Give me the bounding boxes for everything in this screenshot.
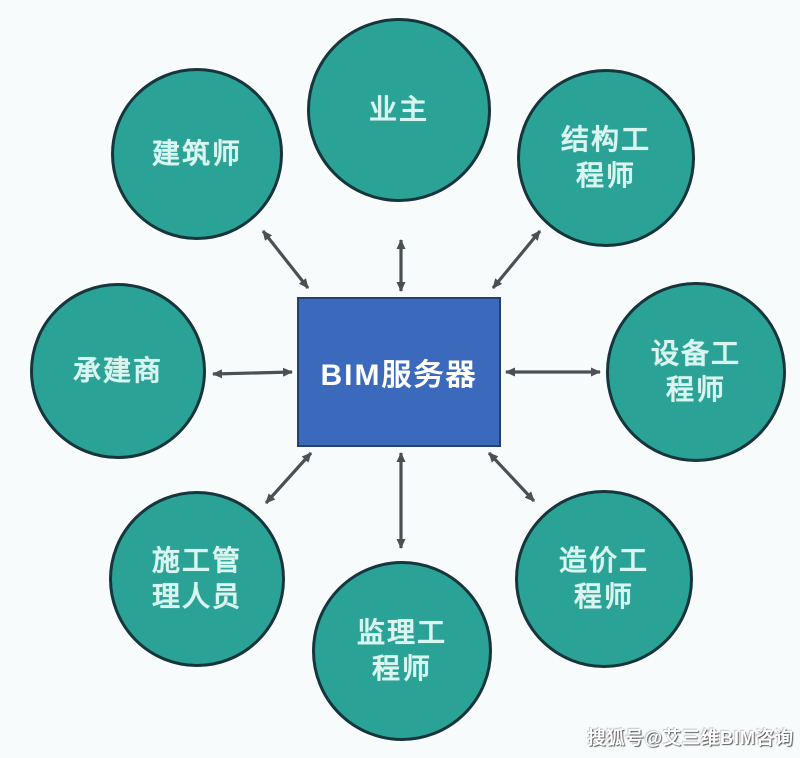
arrow-construction-manager-server xyxy=(264,451,313,505)
node-cost-engineer: 造价工 程师 xyxy=(515,490,693,668)
node-equipment-engineer: 设备工 程师 xyxy=(606,282,786,462)
arrow-cost-engineer-server xyxy=(487,451,536,503)
node-structural-engineer-label: 结构工 程师 xyxy=(560,123,651,191)
node-owner-label: 业主 xyxy=(368,93,429,125)
node-cost-engineer-label: 造价工 程师 xyxy=(558,544,649,612)
node-contractor-label: 承建商 xyxy=(72,354,163,386)
node-structural-engineer: 结构工 程师 xyxy=(517,69,695,247)
node-owner: 业主 xyxy=(307,18,491,202)
node-supervision-engineer: 监理工 程师 xyxy=(312,561,492,741)
arrow-contractor-server xyxy=(212,367,293,379)
arrow-structural-engineer-server xyxy=(491,229,542,290)
arrow-architect-server xyxy=(261,230,310,289)
node-equipment-engineer-label: 设备工 程师 xyxy=(650,337,741,405)
node-architect: 建筑师 xyxy=(111,68,283,240)
node-construction-manager: 施工管 理人员 xyxy=(109,491,285,667)
bim-server-label: BIM服务器 xyxy=(320,359,478,392)
node-architect-label: 建筑师 xyxy=(151,137,242,169)
node-construction-manager-label: 施工管 理人员 xyxy=(151,544,242,612)
node-contractor: 承建商 xyxy=(30,283,206,459)
node-supervision-engineer-label: 监理工 程师 xyxy=(356,616,447,684)
bim-server-box: BIM服务器 xyxy=(297,297,501,447)
watermark-text: 搜狐号@艾三维BIM咨询 xyxy=(587,728,794,748)
